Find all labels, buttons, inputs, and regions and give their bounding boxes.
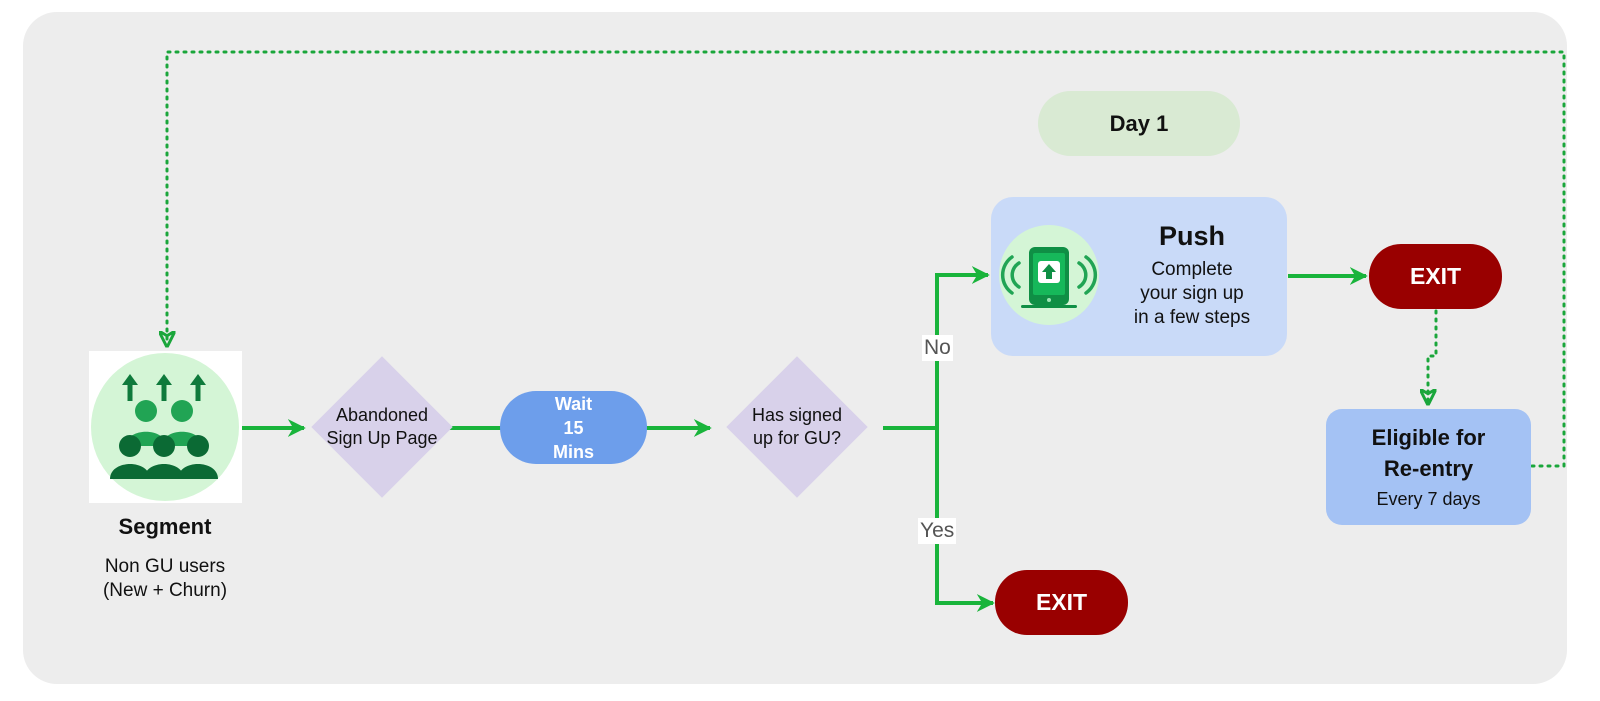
exit-bottom-node[interactable]: EXIT (995, 570, 1128, 635)
exit-top-node[interactable]: EXIT (1369, 244, 1502, 309)
wait-node[interactable]: Wait 15 Mins (500, 391, 647, 464)
users-growth-icon (91, 353, 239, 501)
push-title: Push (1158, 221, 1225, 251)
wait-line2: 15 (563, 417, 584, 438)
decision-line2: up for GU? (752, 428, 842, 448)
segment-node[interactable] (89, 351, 242, 503)
abandoned-line2: Sign Up Page (326, 428, 438, 448)
segment-title: Segment (118, 514, 212, 539)
segment-desc-line1: Non GU users (104, 556, 226, 577)
wait-line3: Mins (552, 441, 594, 462)
arrow-branch-no (935, 266, 990, 428)
eligible-line1: Eligible for (1371, 425, 1486, 450)
decision-node[interactable]: Has signed up for GU? (726, 356, 868, 498)
abandoned-line1: Abandoned (335, 405, 429, 425)
eligible-line3: Every 7 days (1376, 489, 1481, 509)
eligible-line2: Re-entry (1383, 456, 1474, 481)
arrow-branch-yes (935, 428, 995, 612)
segment-desc-line2: (New + Churn) (102, 580, 228, 601)
branch-label-no: No (922, 335, 953, 361)
canvas-panel (23, 12, 1567, 684)
dotted-exit-to-eligible (1428, 309, 1438, 402)
day-badge: Day 1 (1038, 91, 1240, 156)
day-badge-label: Day 1 (1109, 110, 1169, 136)
eligible-reentry-node[interactable]: Eligible for Re-entry Every 7 days (1326, 409, 1531, 525)
decision-line1: Has signed (751, 405, 843, 425)
abandoned-signup-node[interactable]: Abandoned Sign Up Page (311, 356, 453, 498)
phone-push-icon (999, 225, 1099, 325)
push-card[interactable]: Push Complete your sign up in a few step… (991, 197, 1287, 356)
push-line1: Complete (1151, 259, 1233, 280)
push-line2: your sign up (1140, 283, 1244, 304)
wait-line1: Wait (554, 393, 593, 414)
push-line3: in a few steps (1133, 307, 1251, 328)
branch-label-yes: Yes (918, 518, 957, 544)
